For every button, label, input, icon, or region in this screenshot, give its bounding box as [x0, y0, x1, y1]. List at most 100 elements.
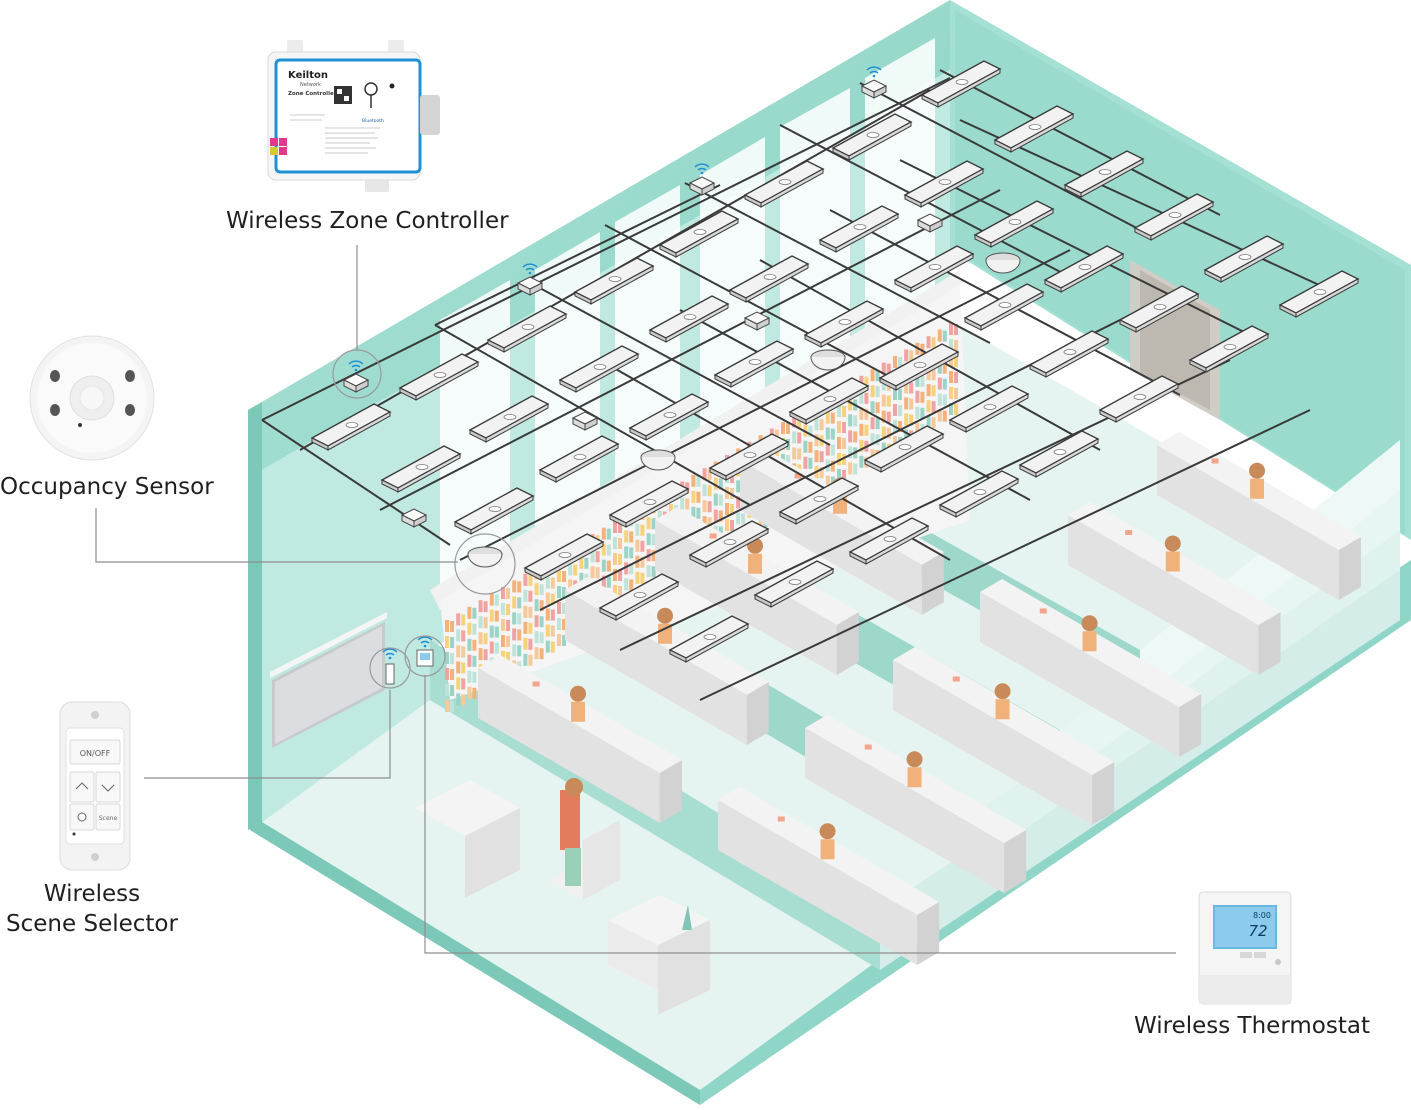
book	[713, 477, 718, 490]
book	[635, 539, 640, 552]
book	[550, 577, 555, 589]
occupancy-sensor-device	[29, 335, 155, 461]
book	[937, 377, 942, 390]
book	[629, 563, 634, 575]
book	[467, 622, 472, 635]
book	[909, 414, 914, 426]
book	[562, 571, 566, 582]
book	[539, 616, 544, 628]
book	[545, 640, 550, 653]
book	[669, 504, 673, 516]
book	[568, 563, 573, 576]
book	[837, 405, 841, 417]
book	[859, 455, 864, 468]
book	[613, 585, 617, 597]
light-fixture	[1018, 430, 1100, 478]
light-fixture	[818, 205, 900, 253]
book	[730, 488, 734, 499]
desk	[805, 715, 1027, 893]
light-fixture	[1118, 285, 1200, 333]
book	[501, 635, 505, 647]
book	[528, 638, 533, 650]
book	[517, 629, 522, 641]
light-fixture	[753, 560, 835, 608]
light-fixture	[920, 60, 1002, 108]
book	[606, 576, 611, 588]
book	[886, 411, 891, 423]
book	[501, 619, 505, 631]
book	[512, 628, 517, 641]
light-fixture	[468, 395, 550, 443]
light-fixture	[878, 343, 960, 391]
book	[618, 586, 622, 597]
book	[920, 343, 925, 355]
wireless-node	[342, 360, 370, 393]
book	[718, 510, 723, 522]
book	[562, 587, 566, 598]
book	[450, 685, 454, 696]
zone-controller-model: Zone Controller	[288, 91, 337, 97]
book	[640, 572, 645, 584]
book	[680, 497, 685, 510]
book	[506, 588, 510, 599]
light-fixture	[1063, 150, 1145, 198]
book	[792, 431, 797, 444]
book	[870, 433, 875, 446]
book	[461, 662, 466, 674]
book	[557, 618, 561, 630]
book	[814, 450, 819, 463]
book	[797, 448, 802, 460]
book	[562, 635, 566, 646]
book	[478, 616, 483, 629]
book	[881, 426, 886, 439]
book	[445, 700, 449, 712]
desk	[478, 655, 682, 823]
book	[853, 431, 858, 443]
wire	[859, 82, 1151, 236]
book	[506, 604, 510, 615]
book	[579, 556, 584, 569]
book	[949, 371, 953, 383]
book	[937, 361, 942, 374]
book	[691, 506, 696, 519]
wire	[939, 69, 1221, 216]
desk	[980, 579, 1202, 757]
book	[926, 416, 931, 429]
book	[445, 652, 449, 664]
book	[842, 438, 846, 449]
book	[859, 391, 864, 404]
book	[489, 625, 494, 638]
light-fixture	[558, 345, 640, 393]
book	[931, 337, 936, 349]
book	[848, 414, 853, 427]
book	[830, 428, 835, 440]
book	[517, 613, 522, 625]
book	[909, 350, 914, 362]
light-fixture	[863, 425, 945, 473]
book	[501, 587, 505, 599]
book	[837, 469, 841, 481]
book	[864, 376, 869, 388]
book	[898, 357, 902, 368]
book	[702, 484, 707, 497]
light-fixture	[893, 245, 975, 293]
light-fixture	[1133, 193, 1215, 241]
book	[893, 388, 897, 400]
book	[691, 474, 696, 487]
book	[909, 382, 914, 394]
book	[819, 419, 824, 431]
book	[456, 693, 461, 706]
book	[954, 388, 958, 399]
wire	[524, 279, 831, 446]
book	[926, 400, 931, 413]
student-desks	[478, 432, 1361, 965]
wireless-node	[516, 263, 544, 296]
book	[651, 534, 656, 546]
book	[646, 565, 651, 578]
wire	[699, 409, 1311, 701]
light-fixture	[973, 200, 1055, 248]
book	[550, 593, 555, 605]
book	[814, 418, 819, 431]
light-fixture	[743, 160, 825, 208]
book	[920, 407, 925, 419]
